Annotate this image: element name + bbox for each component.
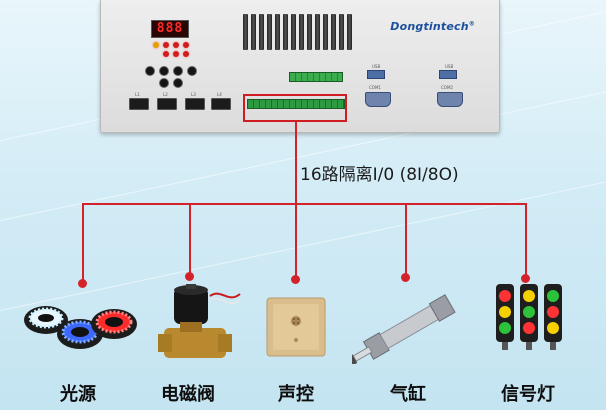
status-led	[183, 42, 189, 48]
connector-dot	[185, 272, 194, 281]
lan-label: L2	[163, 92, 168, 97]
connector-drop	[405, 203, 407, 276]
seven-segment-display: 888	[151, 20, 189, 38]
device-label-signal-light: 信号灯	[501, 384, 555, 405]
pneumatic-cylinder-icon	[352, 294, 456, 364]
connector-drop	[189, 203, 191, 275]
lan-port[interactable]	[185, 98, 205, 110]
status-led	[163, 51, 169, 57]
panel-button[interactable]	[173, 78, 183, 88]
status-led	[183, 51, 189, 57]
trademark-mark: ®	[468, 20, 475, 28]
lan-port[interactable]	[211, 98, 231, 110]
panel-button[interactable]	[173, 66, 183, 76]
vent-slot	[331, 14, 336, 50]
io-description-label: 16路隔离I/0 (8I/8O)	[300, 165, 459, 185]
vent-slot	[307, 14, 312, 50]
usb-port[interactable]	[439, 70, 457, 79]
panel-button[interactable]	[145, 66, 155, 76]
vent-slot	[347, 14, 352, 50]
connector-bus	[82, 203, 526, 205]
com-label: COM2	[441, 85, 453, 90]
device-label-cylinder: 气缸	[390, 384, 426, 405]
usb-label: USB	[445, 64, 454, 69]
status-led	[163, 42, 169, 48]
connector-drop	[82, 203, 84, 281]
io-terminal-block	[247, 99, 345, 109]
vent-slot	[259, 14, 264, 50]
lan-label: L3	[191, 92, 196, 97]
panel-button[interactable]	[159, 78, 169, 88]
vent-slot	[299, 14, 304, 50]
connector-drop	[295, 203, 297, 278]
sound-control-switch-icon	[266, 297, 326, 357]
vent-slot	[243, 14, 248, 50]
com-port[interactable]	[437, 92, 463, 107]
vent-slot	[267, 14, 272, 50]
usb-port[interactable]	[367, 70, 385, 79]
lan-port[interactable]	[157, 98, 177, 110]
upper-terminal-block	[289, 72, 343, 82]
lan-port[interactable]	[129, 98, 149, 110]
status-led	[173, 42, 179, 48]
panel-button[interactable]	[159, 66, 169, 76]
solenoid-valve-icon	[158, 284, 241, 358]
connector-dot	[78, 279, 87, 288]
lan-label: L4	[217, 92, 222, 97]
brand-logo: Dongtintech®	[390, 20, 475, 33]
vent-slot	[339, 14, 344, 50]
vent-slot	[275, 14, 280, 50]
lan-label: L1	[135, 92, 140, 97]
com-label: COM1	[369, 85, 381, 90]
ring-light-icon	[24, 306, 137, 349]
panel-button[interactable]	[187, 66, 197, 76]
connector-trunk	[295, 120, 297, 204]
device-label-light-source: 光源	[60, 384, 96, 405]
connector-dot	[401, 273, 410, 282]
connector-dot	[291, 275, 300, 284]
status-led	[153, 42, 159, 48]
vent-slot	[283, 14, 288, 50]
usb-label: USB	[372, 64, 381, 69]
vent-slot	[251, 14, 256, 50]
signal-light-icon	[496, 284, 562, 350]
brand-name: Dongtintech	[390, 20, 469, 33]
io-highlight-box	[243, 94, 347, 122]
status-led	[173, 51, 179, 57]
connector-dot	[521, 274, 530, 283]
com-port[interactable]	[365, 92, 391, 107]
vent-slot	[323, 14, 328, 50]
connector-drop	[525, 203, 527, 277]
device-label-sound-control: 声控	[278, 384, 314, 405]
vent-slot	[315, 14, 320, 50]
device-label-solenoid-valve: 电磁阀	[161, 384, 215, 405]
vent-slot	[291, 14, 296, 50]
industrial-pc-front-panel: 888 Dongtintech® USB COM1 USB COM2 L1 L2…	[100, 0, 500, 133]
